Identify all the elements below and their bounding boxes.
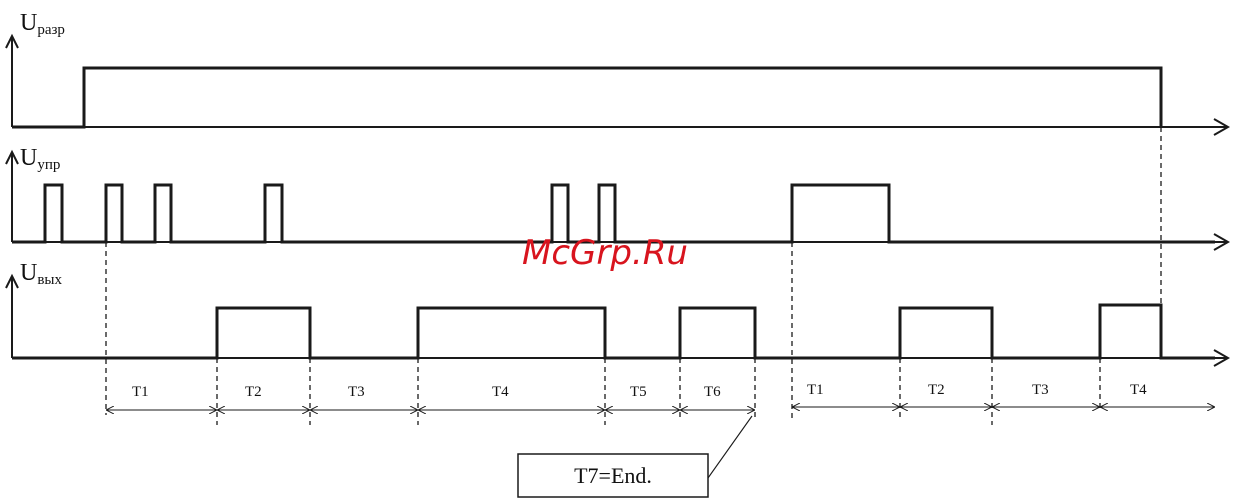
svg-text:Uупр: Uупр [20, 145, 60, 173]
razr-y-axis [6, 36, 18, 127]
upr-label-main: U [20, 145, 37, 171]
callout-leader [708, 416, 752, 478]
interval-label: T3 [1032, 382, 1049, 398]
razr-label-sub: разр [37, 22, 65, 38]
razr-time-axis [12, 119, 1228, 135]
vyh-label-sub: вых [37, 272, 62, 288]
upr-label-sub: упр [37, 157, 60, 173]
interval-label: T3 [348, 384, 365, 400]
upr-y-axis [6, 152, 18, 242]
interval-label: T2 [928, 382, 945, 398]
svg-text:Uразр: Uразр [20, 10, 65, 38]
end-callout: T7=End. [518, 416, 752, 497]
interval-dimensions [107, 407, 1214, 410]
interval-label: T4 [492, 384, 509, 400]
projection-lines [106, 127, 1161, 425]
interval-labels: T1 T2 T3 T4 T5 T6 T1 T2 T3 T4 [132, 382, 1147, 400]
interval-label: T4 [1130, 382, 1147, 398]
vyh-y-axis [6, 276, 18, 358]
channel-razr: Uразр [6, 10, 1228, 135]
interval-label: T1 [132, 384, 149, 400]
callout-text: T7=End. [574, 463, 652, 488]
vyh-label-main: U [20, 260, 37, 286]
razr-waveform [12, 68, 1161, 127]
interval-label: T1 [807, 382, 824, 398]
watermark: McGrp.Ru [522, 233, 688, 273]
razr-label-main: U [20, 10, 37, 36]
svg-text:Uвых: Uвых [20, 260, 63, 288]
interval-label: T5 [630, 384, 647, 400]
vyh-waveform [12, 305, 1215, 358]
interval-label: T2 [245, 384, 262, 400]
interval-label: T6 [704, 384, 721, 400]
channel-vyh: Uвых [6, 260, 1228, 366]
